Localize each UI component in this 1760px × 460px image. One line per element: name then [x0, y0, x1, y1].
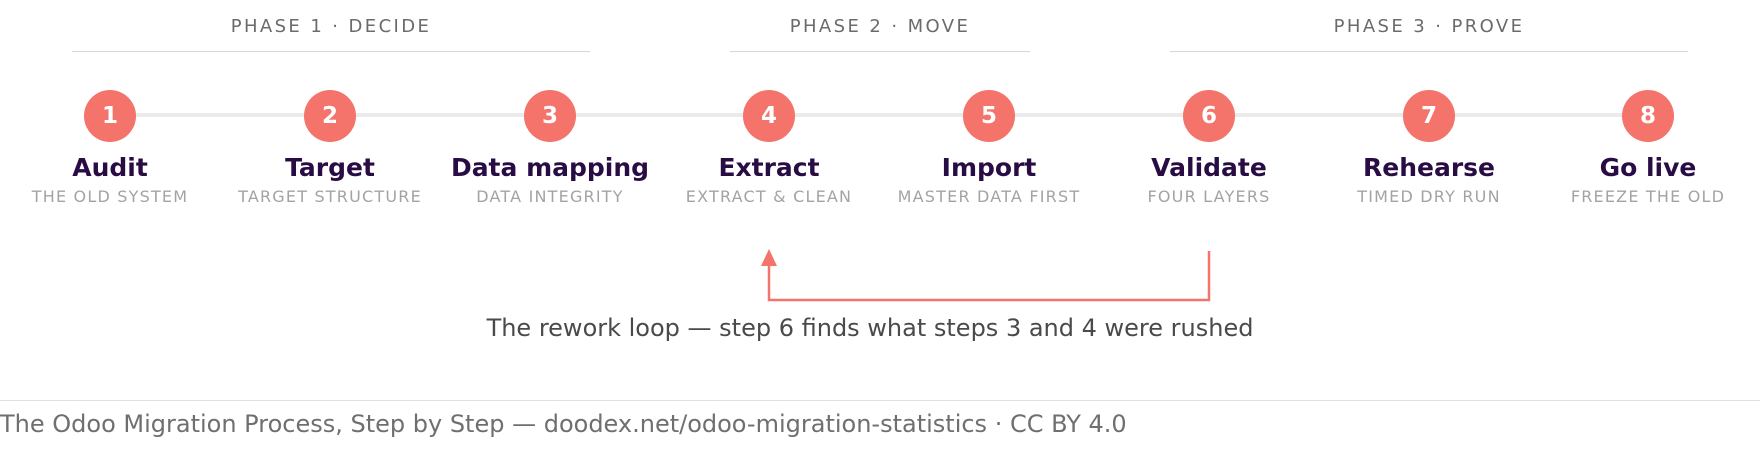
step-go-live: 8 Go live FREEZE THE OLD [1538, 90, 1758, 207]
rework-loop-arrowhead [761, 249, 777, 266]
phase-label: PHASE 3 · PROVE [1333, 16, 1525, 37]
step-target: 2 Target TARGET STRUCTURE [220, 90, 440, 207]
phase-rule [72, 51, 590, 52]
step-number-badge: 6 [1183, 90, 1235, 142]
phase-header-decide: PHASE 1 · DECIDE [72, 16, 590, 52]
step-subtitle: DATA INTEGRITY [476, 187, 624, 206]
phase-rule [730, 51, 1030, 52]
step-number-badge: 8 [1622, 90, 1674, 142]
step-title: Data mapping [450, 153, 650, 182]
phase-label: PHASE 1 · DECIDE [230, 16, 432, 37]
step-validate: 6 Validate FOUR LAYERS [1099, 90, 1319, 207]
step-number-badge: 4 [743, 90, 795, 142]
step-import: 5 Import MASTER DATA FIRST [879, 90, 1099, 207]
step-subtitle: FREEZE THE OLD [1570, 187, 1726, 206]
step-title: Validate [1151, 153, 1267, 182]
step-track-line [110, 113, 1648, 117]
phase-header-prove: PHASE 3 · PROVE [1170, 16, 1688, 52]
step-number-badge: 2 [304, 90, 356, 142]
step-subtitle: TIMED DRY RUN [1357, 187, 1501, 206]
step-number-badge: 1 [84, 90, 136, 142]
step-subtitle: THE OLD SYSTEM [31, 187, 189, 206]
step-extract: 4 Extract EXTRACT & CLEAN [659, 90, 879, 207]
phase-label: PHASE 2 · MOVE [789, 16, 971, 37]
step-title: Target [285, 153, 375, 182]
step-title: Go live [1599, 153, 1697, 182]
step-title: Extract [718, 153, 820, 182]
step-subtitle: EXTRACT & CLEAN [685, 187, 853, 206]
step-number-badge: 7 [1403, 90, 1455, 142]
step-subtitle: TARGET STRUCTURE [238, 187, 422, 206]
rework-loop-caption: The rework loop — step 6 finds what step… [486, 314, 1254, 342]
step-subtitle: FOUR LAYERS [1147, 187, 1271, 206]
step-number-badge: 5 [963, 90, 1015, 142]
step-title: Rehearse [1363, 153, 1495, 182]
footer-divider [0, 400, 1760, 401]
phase-rule [1170, 51, 1688, 52]
step-data-mapping: 3 Data mapping DATA INTEGRITY [440, 90, 660, 207]
footer-credit: The Odoo Migration Process, Step by Step… [0, 410, 1127, 438]
rework-loop-arrow [761, 249, 1211, 302]
phase-header-move: PHASE 2 · MOVE [730, 16, 1030, 52]
step-rehearse: 7 Rehearse TIMED DRY RUN [1319, 90, 1539, 207]
step-audit: 1 Audit THE OLD SYSTEM [0, 90, 220, 207]
step-title: Audit [72, 153, 148, 182]
step-title: Import [941, 153, 1037, 182]
step-subtitle: MASTER DATA FIRST [897, 187, 1081, 206]
step-number-badge: 3 [524, 90, 576, 142]
rework-loop-path [767, 251, 1211, 302]
